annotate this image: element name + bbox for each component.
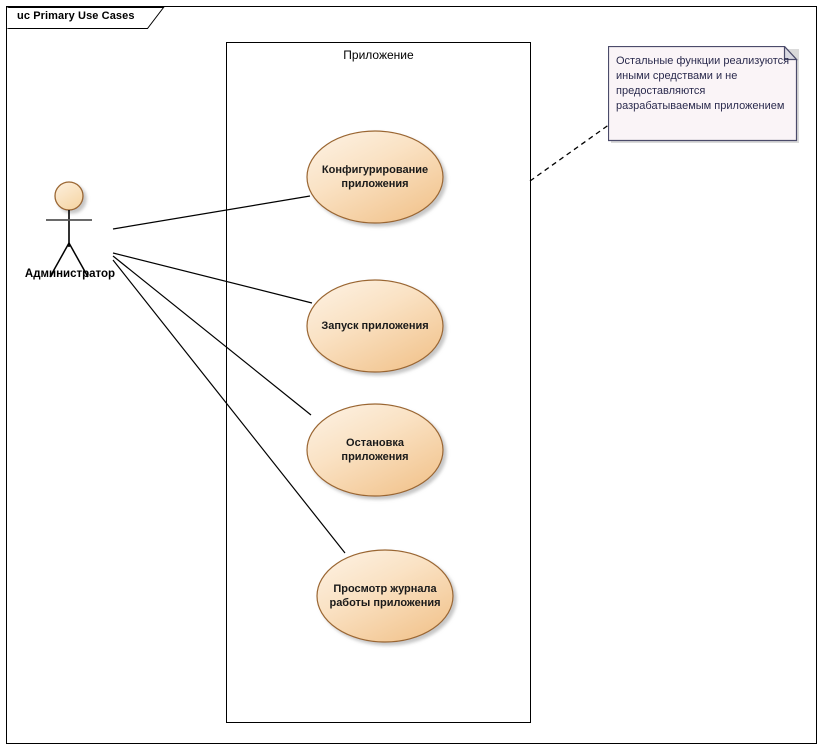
use-case-label-2: Запуск приложения [321,320,429,332]
note-shape [608,46,798,142]
title-tab-shape [7,7,165,29]
note-text: Остальные функции реализуются иными сред… [616,55,790,112]
association-line-1[interactable] [112,195,311,230]
use-case-label-3: Остановка приложения [341,437,409,463]
system-boundary [226,42,531,723]
actor-head-icon [54,181,84,211]
diagram-title-label: uc Primary Use Cases [17,10,135,22]
use-case-ellipse-4[interactable] [316,549,454,643]
use-case-label-1: Конфигурирование приложения [321,164,429,190]
use-case-ellipse-2[interactable] [306,279,444,373]
system-boundary-label: Приложение [343,48,414,62]
use-case-label-4: Просмотр журнала работы приложения [329,583,441,609]
note-anchor-line [529,123,611,182]
association-lines [112,195,346,554]
use-case-ellipses [306,130,454,643]
actor-label: Администратор [24,268,116,280]
use-case-ellipse-3[interactable] [306,403,444,497]
actor-leg-left-line [49,242,70,278]
association-line-3[interactable] [112,255,312,416]
actor-leg-right-line [68,242,89,278]
use-case-ellipse-1[interactable] [306,130,444,224]
association-line-2[interactable] [112,252,313,304]
note-box[interactable]: Остальные функции реализуются иными сред… [608,46,799,143]
association-line-4[interactable] [112,259,346,554]
actor-administrator[interactable] [46,181,92,278]
